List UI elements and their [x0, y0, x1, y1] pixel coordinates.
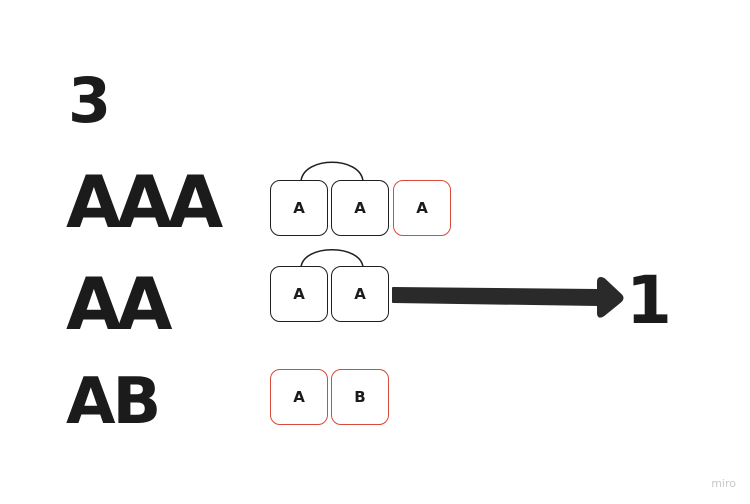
cell-row2-1: A [270, 266, 328, 322]
cell-row2-2: A [331, 266, 389, 322]
count-number: 3 [68, 64, 112, 137]
pair-arc-row1 [300, 161, 364, 182]
cell-row3-2: B [331, 369, 389, 425]
miro-watermark: miro [711, 477, 736, 490]
cell-row1-2: A [331, 180, 389, 236]
cell-row3-1: A [270, 369, 328, 425]
cell-row1-1: A [270, 180, 328, 236]
row-label-aa: AA [66, 262, 172, 346]
row-label-aaa: AAA [66, 160, 223, 244]
row-label-ab: AB [66, 365, 161, 439]
result-number: 1 [626, 262, 672, 339]
cell-row1-3: A [393, 180, 451, 236]
pair-arc-row2 [300, 249, 364, 268]
